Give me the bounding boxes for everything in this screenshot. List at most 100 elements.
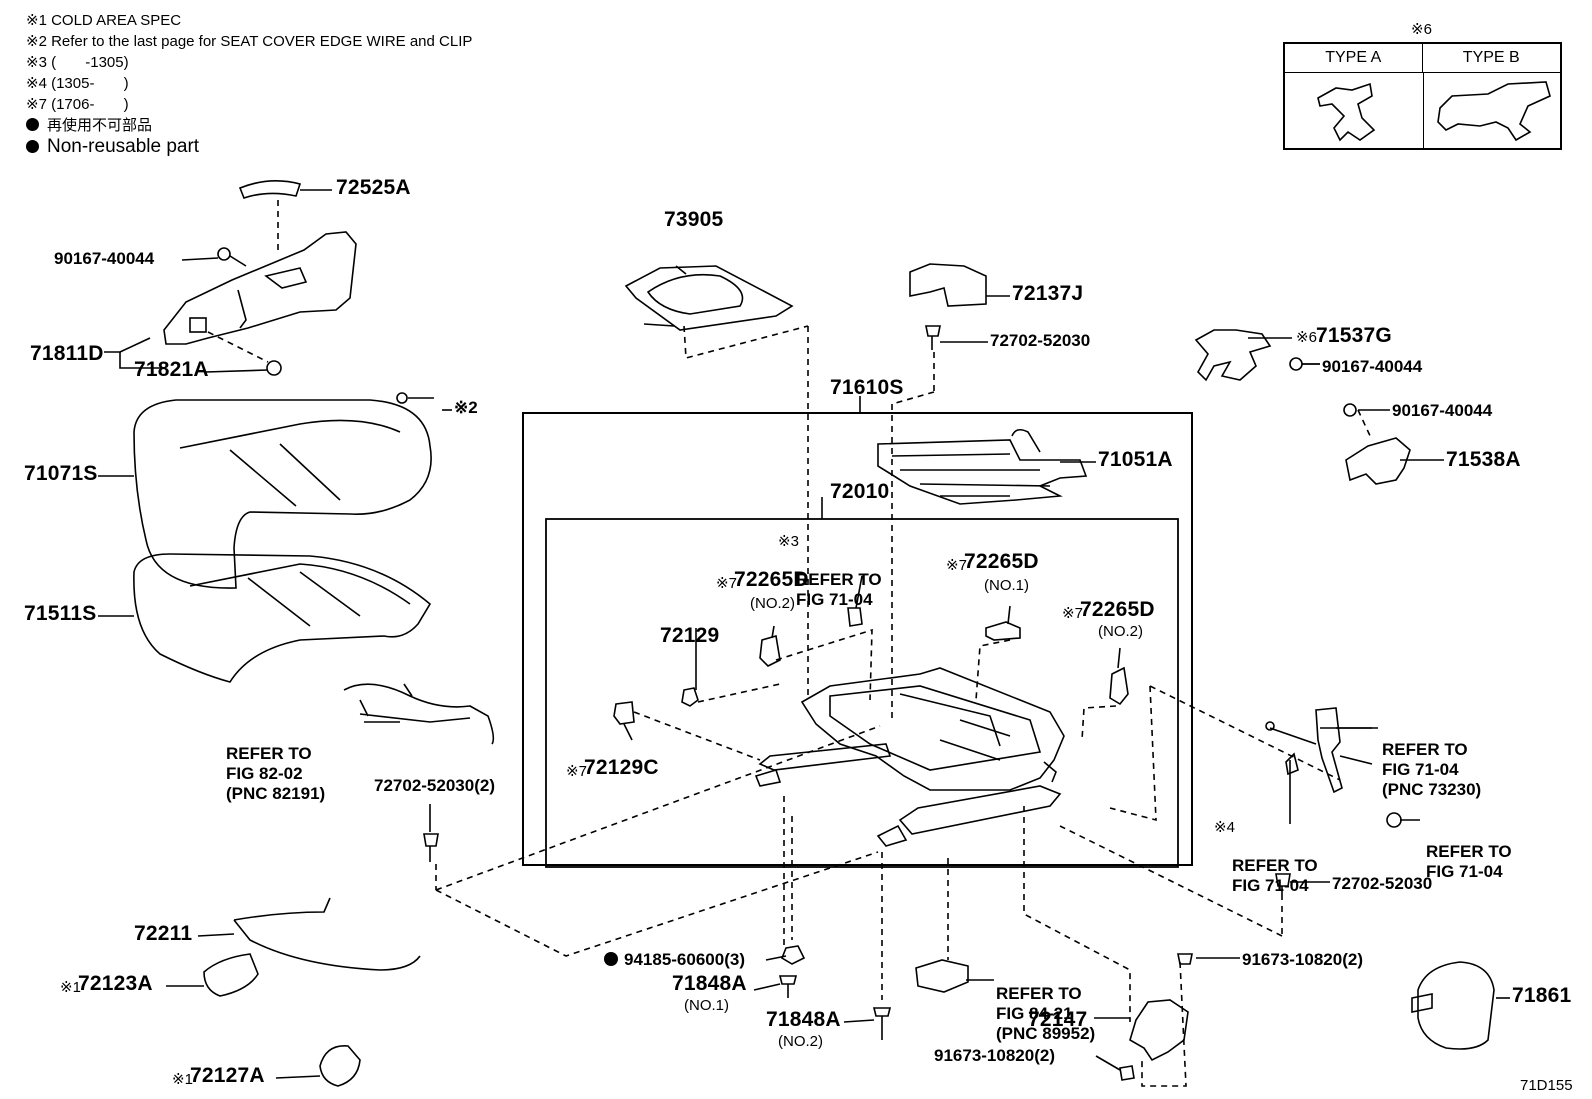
label-72129C: 72129C [584, 756, 659, 779]
label-72265D-center-sub: (NO.2) [750, 595, 795, 612]
label-71537G-note: ※6 [1296, 329, 1317, 346]
label-90167-r2: 90167-40044 [1392, 401, 1493, 420]
label-90167-r1: 90167-40044 [1322, 357, 1423, 376]
label-72265D-middle-note: ※7 [946, 557, 967, 574]
bolt-71848A-1-icon [778, 975, 798, 998]
ref-fig-71-04-small-note: ※4 [1214, 819, 1235, 836]
label-72211: 72211 [134, 922, 193, 945]
bracket-71537G-icon [1194, 329, 1272, 382]
type-box: TYPE A TYPE B [1283, 42, 1562, 150]
label-90167-left: 90167-40044 [54, 249, 155, 268]
assembly-frame-72010 [545, 518, 1179, 868]
cover-72127A-icon [319, 1045, 361, 1087]
note-3: ※3 ( -1305) [26, 54, 129, 71]
harness-82191-icon [343, 683, 495, 745]
label-71861: 71861 [1512, 984, 1572, 1007]
bracket-71538A-icon [1345, 437, 1411, 485]
spring-71051A-icon [877, 439, 1088, 505]
type-a-bracket-icon [1317, 82, 1376, 142]
part-ref-4-icon [1285, 752, 1299, 776]
non-reusable-note-jp: 再使用不可部品 [26, 115, 472, 136]
label-91673-b: 91673-10820(2) [934, 1046, 1055, 1065]
label-72265D-right-sub: (NO.2) [1098, 623, 1143, 640]
label-71610S: 71610S [830, 376, 904, 399]
cover-72137J-icon [909, 263, 987, 307]
label-note2: ※2 [454, 398, 478, 417]
ref-fig-71-04-top-note: ※3 [778, 533, 799, 550]
label-72010: 72010 [830, 480, 890, 503]
type-b-header: TYPE B [1462, 49, 1520, 66]
type-a-header: TYPE A [1285, 44, 1423, 72]
rod-72211-icon [233, 897, 421, 971]
label-72265D-middle-sub: (NO.1) [984, 577, 1029, 594]
bolt-71848A-2-icon [872, 1007, 892, 1040]
label-72127A: 72127A [190, 1064, 265, 1087]
label-71811D: 71811D [30, 342, 104, 365]
label-71821A: 71821A [134, 358, 209, 381]
label-72129C-note: ※7 [566, 763, 587, 780]
part-72129C-icon [613, 701, 635, 725]
note-2: ※2 Refer to the last page for SEAT COVER… [26, 33, 473, 50]
grip-72525A-icon [238, 180, 302, 199]
label-72127A-note: ※1 [172, 1071, 193, 1088]
label-72265D-middle: 72265D [964, 550, 1039, 573]
part-72265D-right-icon [1109, 666, 1129, 706]
note-4: ※4 (1305- ) [26, 75, 129, 92]
bolt-72702-right-icon [1275, 873, 1291, 900]
label-72702-right: 72702-52030 [1332, 874, 1433, 893]
label-72265D-right: 72265D [1080, 598, 1155, 621]
part-72129-icon [681, 687, 699, 707]
label-71848A-2-sub: (NO.2) [778, 1033, 823, 1050]
screw-90167-left-icon [217, 247, 231, 261]
label-72123A-note: ※1 [60, 979, 81, 996]
clip-71821A-icon [266, 360, 282, 376]
sheet-73905-icon [624, 265, 794, 331]
label-72525A: 72525A [336, 176, 411, 199]
bracket-72147-icon [1129, 999, 1189, 1062]
label-72702-left: 72702-52030(2) [374, 776, 495, 795]
note-7: ※7 (1706- ) [26, 96, 129, 113]
part-72265D-middle-icon [985, 621, 1021, 641]
label-72129: 72129 [660, 624, 720, 647]
label-72265D-center-note: ※7 [716, 575, 737, 592]
label-72265D-right-note: ※7 [1062, 605, 1083, 622]
label-71511S: 71511S [24, 602, 97, 625]
label-94185: 94185-60600(3) [604, 950, 745, 970]
label-71848A-1: 71848A [672, 972, 747, 995]
label-72137J: 72137J [1012, 282, 1084, 305]
non-reusable-dot-icon [26, 118, 39, 131]
bolt-91673-b-icon [1119, 1065, 1135, 1081]
nut-94185-icon [781, 945, 806, 965]
label-72123A: 72123A [78, 972, 153, 995]
clip-note2-icon [396, 392, 408, 404]
non-reusable-dot-icon [26, 140, 39, 153]
panel-71861-icon [1417, 961, 1495, 1050]
cover-72123A-icon [203, 953, 259, 997]
label-71537G: 71537G [1316, 324, 1392, 347]
label-71538A: 71538A [1446, 448, 1521, 471]
label-72265D-center: 72265D [734, 568, 809, 591]
type-box-note: ※6 [1411, 21, 1432, 38]
non-reusable-dot-icon [604, 952, 618, 966]
label-71051A: 71051A [1098, 448, 1173, 471]
seat-cover-71071S-icon [133, 399, 432, 589]
label-72147: 72147 [1028, 1008, 1088, 1031]
note-1: ※1 COLD AREA SPEC [26, 12, 182, 29]
bolt-72702-left-icon [423, 833, 439, 862]
type-b-bracket-icon [1437, 81, 1551, 142]
label-71848A-1-sub: (NO.1) [684, 997, 729, 1014]
label-91673-a: 91673-10820(2) [1242, 950, 1363, 969]
figure-id: 71D155 [1520, 1077, 1573, 1094]
label-71848A-2: 71848A [766, 1008, 841, 1031]
label-73905: 73905 [664, 208, 724, 231]
bolt-91673-a-icon [1177, 953, 1193, 965]
part-72265D-center-icon [759, 634, 781, 667]
notes-block: ※1 COLD AREA SPEC ※2 Refer to the last p… [26, 10, 472, 157]
